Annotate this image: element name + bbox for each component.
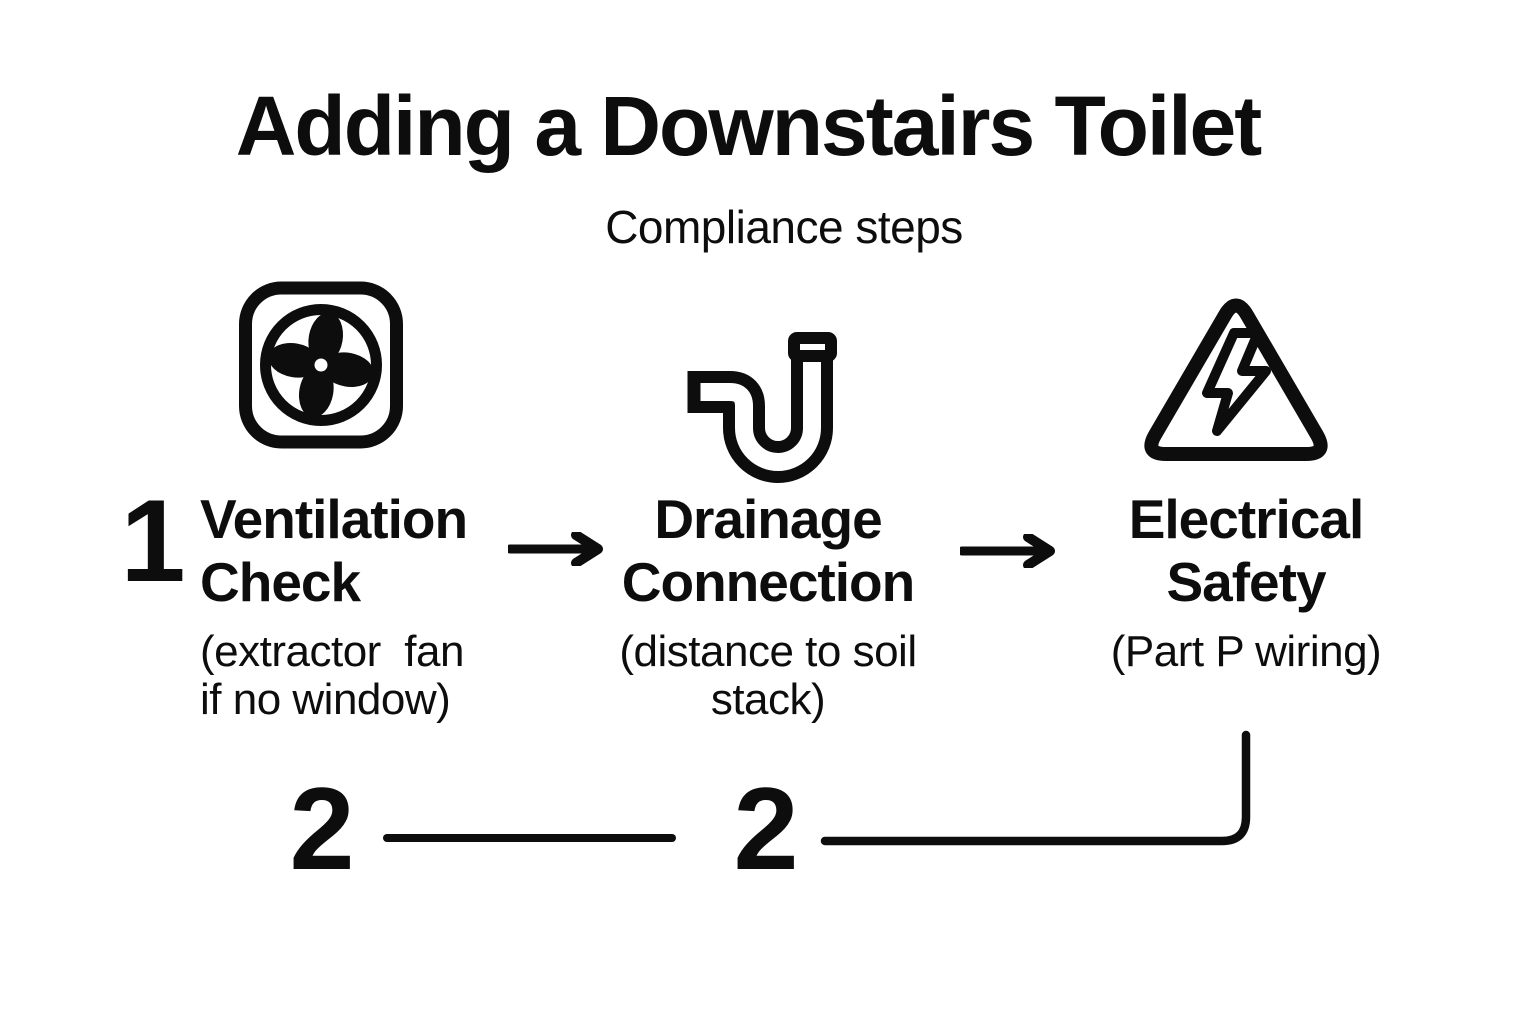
connector-line xyxy=(383,730,1251,846)
step-label-drainage-connection: Drainage Connection xyxy=(621,488,915,613)
step-sublabel-electrical-safety: (Part P wiring) xyxy=(1110,627,1382,676)
page-subtitle: Compliance steps xyxy=(605,201,963,253)
electrical-hazard-icon xyxy=(1144,298,1328,461)
page-title: Adding a Downstairs Toilet xyxy=(235,79,1263,173)
step-number-1: 1 xyxy=(120,475,186,606)
arrow-right-icon xyxy=(508,532,603,566)
drain-pipe-icon xyxy=(687,332,837,483)
footer-number-left: 2 xyxy=(289,763,355,894)
step-label-ventilation-check: Ventilation Check xyxy=(200,488,468,613)
step-label-electrical-safety: Electrical Safety xyxy=(1128,488,1365,613)
step-sublabel-drainage-connection: (distance to soil stack) xyxy=(619,627,929,724)
footer-number-right: 2 xyxy=(733,763,799,894)
arrow-right-icon xyxy=(960,534,1055,568)
step-sublabel-ventilation-check: (extractor fan if no window) xyxy=(200,627,464,724)
extractor-fan-icon xyxy=(239,281,403,449)
